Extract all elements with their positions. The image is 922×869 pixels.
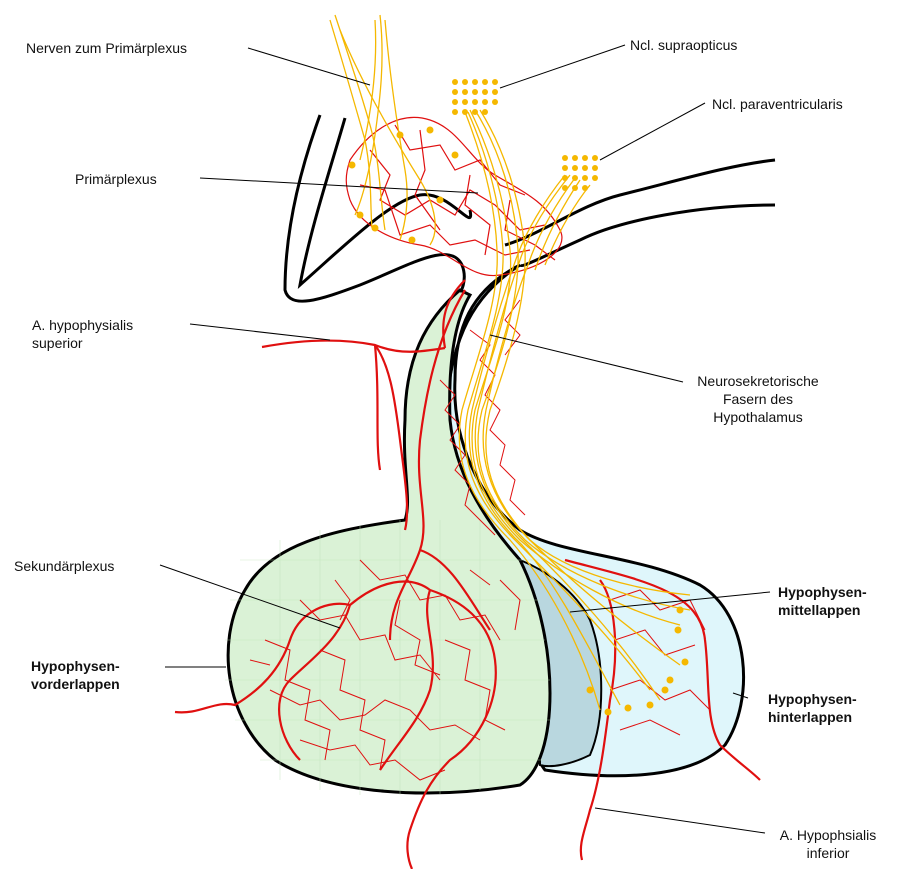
label-ncl-paraventricularis: Ncl. paraventricularis: [712, 95, 843, 113]
anterior-lobe: [228, 290, 550, 793]
hypothalamus-outline-right: [505, 160, 775, 266]
label-hypophysenmittellappen: Hypophysen- mittellappen: [778, 583, 867, 619]
hypothalamus-outline-inner: [300, 118, 471, 285]
label-a-hypophysialis-superior: A. hypophysialis superior: [32, 316, 133, 352]
label-hhl-line1: Hypophysen-: [768, 690, 857, 708]
ncl-paraventricularis-cluster: [562, 155, 598, 191]
primary-plexus: [346, 117, 562, 275]
label-ncl-supraopticus: Ncl. supraopticus: [630, 36, 737, 54]
label-hml-line1: Hypophysen-: [778, 583, 867, 601]
label-hhl-line2: hinterlappen: [768, 708, 857, 726]
label-neurosekretorische-fasern: Neurosekretorische Fasern des Hypothalam…: [683, 372, 833, 426]
label-hypophysenhinterlappen: Hypophysen- hinterlappen: [768, 690, 857, 726]
label-a-inf-line1: A. Hypophsialis: [768, 826, 888, 844]
label-a-hypophsialis-inferior: A. Hypophsialis inferior: [768, 826, 888, 862]
label-hypophysenvorderlappen: Hypophysen- vorderlappen: [31, 657, 120, 693]
ncl-supraopticus-cluster: [452, 79, 498, 115]
label-sekundaerplexus: Sekundärplexus: [14, 557, 114, 575]
label-a-inf-line2: inferior: [768, 844, 888, 862]
label-neuro-line1: Neurosekretorische: [683, 372, 833, 390]
label-a-sup-line2: superior: [32, 334, 133, 352]
label-primaerplexus: Primärplexus: [75, 170, 157, 188]
label-hvl-line2: vorderlappen: [31, 675, 120, 693]
label-nerven-primaerplexus: Nerven zum Primärplexus: [26, 39, 187, 57]
label-neuro-line2: Fasern des: [683, 390, 833, 408]
label-a-sup-line1: A. hypophysialis: [32, 316, 133, 334]
label-hvl-line1: Hypophysen-: [31, 657, 120, 675]
label-hml-line2: mittellappen: [778, 601, 867, 619]
label-neuro-line3: Hypothalamus: [683, 408, 833, 426]
